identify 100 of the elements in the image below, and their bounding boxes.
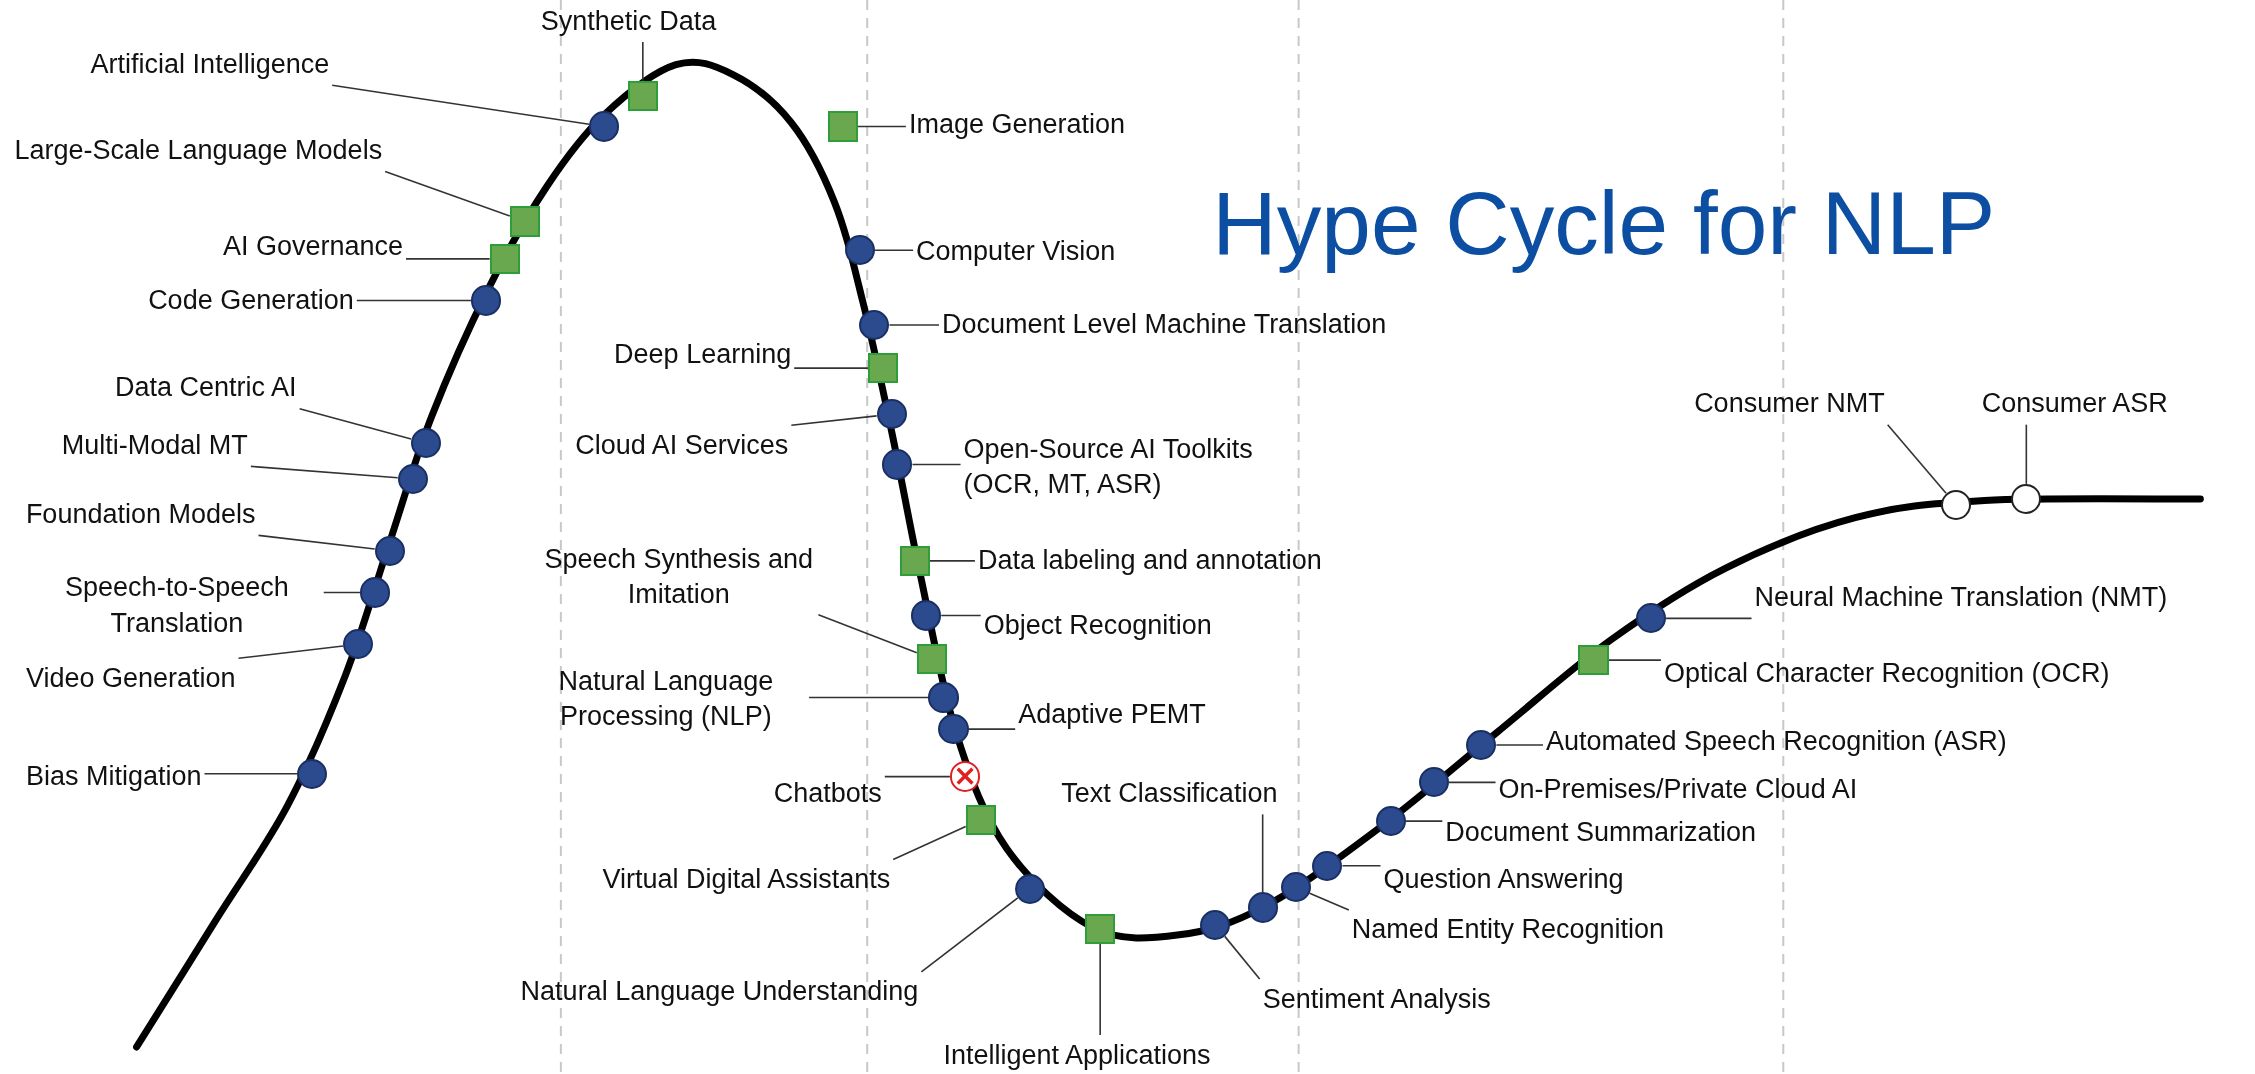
technology-label: Consumer NMT [1694,386,1885,422]
technology-label: Optical Character Recognition (OCR) [1663,656,2110,693]
leader-line [857,125,907,128]
leader-line [1341,864,1382,867]
technology-label: Question Answering [1383,862,1624,898]
technology-label: AI Governance [222,229,403,265]
leader-line [257,534,376,550]
square-marker [965,804,996,835]
leader-line [940,614,982,617]
circle-marker [859,309,890,341]
technology-label: Code Generation [148,283,354,319]
leader-line [808,696,930,699]
leader-line [967,728,1016,730]
circle-marker [911,600,942,631]
leader-line [298,408,412,440]
leader-line [1665,617,1753,620]
technology-label: Open-Source AI Toolkits (OCR, MT, ASR) [963,432,1302,503]
technology-label: Data labeling and annotation [977,543,1322,579]
circle-marker [410,427,441,459]
technology-label: Intelligent Applications [943,1038,1211,1074]
leader-line [1224,935,1261,980]
technology-label: Multi-Modal MT [61,428,248,464]
square-marker [867,353,899,384]
technology-label: Object Recognition [983,608,1212,644]
leader-line [405,258,491,260]
technology-label: Artificial Intelligence [90,47,330,83]
square-marker [916,643,947,674]
technology-label: Text Classification [1061,776,1278,812]
technology-label: Speech Synthesis and Imitation [542,541,816,612]
leader-line [790,415,878,427]
technology-label: Synthetic Data [540,4,717,40]
technology-label: Natural Language Understanding [520,974,919,1010]
leader-line [1886,423,1947,495]
leader-line [920,897,1019,973]
technology-label: Automated Speech Recognition (ASR) [1546,724,2007,760]
leader-line [203,772,298,775]
leader-line [911,463,962,466]
technology-label: Chatbots [773,776,882,812]
circle-marker [1940,489,1971,520]
leader-line [331,84,590,126]
technology-label: Deep Learning [614,337,792,373]
leader-line [888,324,940,326]
circle-marker [471,285,502,316]
crossed-circle-marker [949,761,981,792]
circle-marker [1466,729,1497,761]
leader-line [1448,781,1497,784]
circle-marker [1014,873,1045,904]
square-marker [627,81,658,112]
technology-label: Consumer ASR [1981,386,2168,422]
leader-line [322,591,362,594]
circle-marker [876,399,907,430]
circle-marker [588,111,620,142]
leader-line [2025,423,2028,485]
technology-label: Image Generation [908,107,1126,143]
technology-label: Bias Mitigation [25,759,202,795]
technology-label: Data Centric AI [115,370,297,406]
circle-marker [1247,892,1278,923]
leader-line [1607,659,1662,661]
leader-line [1099,943,1101,1036]
technology-label: Sentiment Analysis [1262,981,1491,1018]
leader-line [250,465,399,479]
leader-line [874,249,914,251]
circle-marker [1418,767,1449,798]
technology-label: Computer Vision [916,234,1116,270]
technology-label: Adaptive PEMT [1018,697,1206,733]
square-marker [827,111,858,142]
technology-label: Document Level Machine Translation [941,307,1387,343]
technology-label: Video Generation [25,661,236,697]
circle-marker [374,535,405,566]
chart-title: Hype Cycle for NLP [1212,173,1996,272]
technology-label: Document Summarization [1445,815,1756,851]
technology-label: Named Entity Recognition [1351,912,1664,948]
technology-label: Natural Language Processing (NLP) [525,663,807,734]
leader-line [1308,892,1350,911]
circle-marker [343,629,374,660]
circle-marker [882,449,913,480]
leader-line [892,825,967,861]
square-marker [899,545,930,576]
technology-label: On-Premises/Private Cloud AI [1498,772,1858,808]
circle-marker [1635,603,1667,634]
square-marker [1578,645,1609,676]
leader-line [355,299,472,302]
circle-marker [928,682,959,713]
technology-label: Neural Machine Translation (NMT) [1754,580,2168,616]
square-marker [1085,913,1116,945]
technology-label: Foundation Models [25,497,256,533]
circle-marker [938,714,969,745]
leader-line [1495,744,1544,746]
leader-line [237,645,344,660]
leader-line [884,775,951,778]
circle-marker [360,577,391,608]
circle-marker [1312,850,1343,881]
leader-line [1261,813,1264,894]
leader-line [384,170,511,217]
technology-label: Cloud AI Services [575,428,789,464]
leader-line [1404,820,1444,822]
leader-line [642,41,644,83]
technology-label: Large-Scale Language Models [14,133,383,169]
circle-marker [2011,483,2042,515]
leader-line [793,367,869,369]
